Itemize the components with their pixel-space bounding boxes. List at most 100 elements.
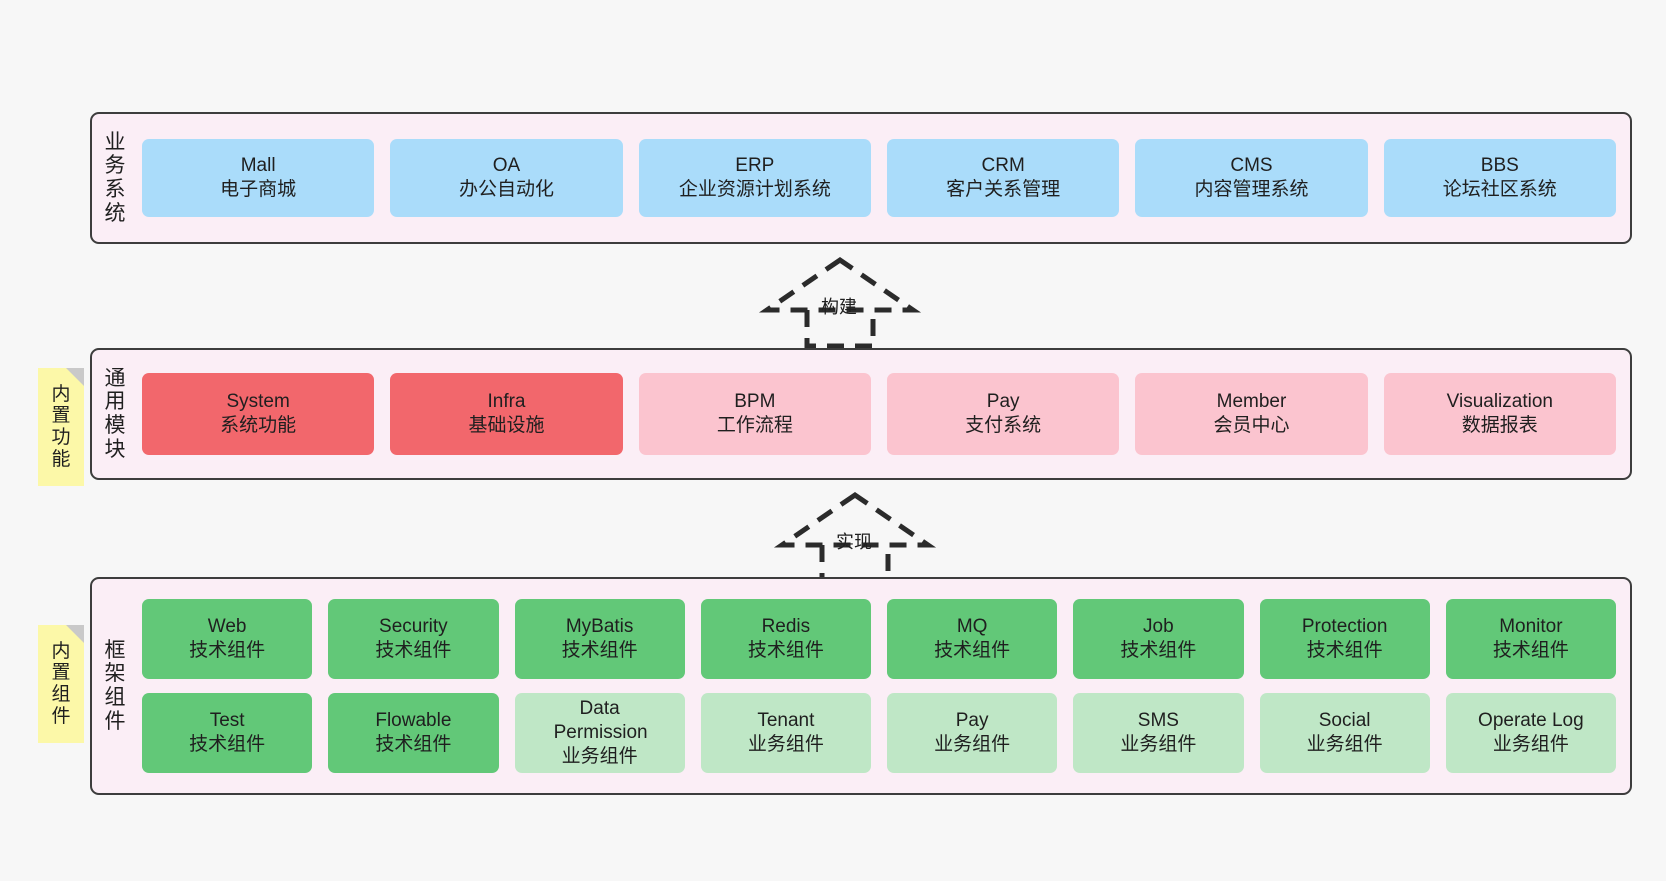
- module-box-bpm[interactable]: BPM 工作流程: [638, 373, 871, 455]
- module-name-cn: 技术组件: [747, 640, 824, 661]
- module-box-infra[interactable]: Infra 基础设施: [390, 373, 623, 455]
- module-box-web[interactable]: Web 技术组件: [142, 599, 313, 679]
- layer-title-common-module: 通 用 模 块: [92, 350, 138, 478]
- module-name-en: Visualization: [1446, 390, 1553, 412]
- module-box-flowable[interactable]: Flowable 技术组件: [328, 693, 499, 773]
- layer-body-business-system: Mall 电子商城 OA 办公自动化 ERP 企业资源计划系统 CRM 客户关系…: [138, 114, 1630, 242]
- module-box-social[interactable]: Social 业务组件: [1259, 693, 1430, 773]
- module-name-en: Social: [1318, 709, 1371, 731]
- sticky-note-builtin-component: 内 置 组 件: [38, 625, 84, 743]
- module-box-operate-log[interactable]: Operate Log 业务组件: [1445, 693, 1616, 773]
- layer-panel-business-system: 业 务 系 统 Mall 电子商城 OA 办公自动化 ERP 企业资源计划系统: [90, 112, 1632, 244]
- layer-panel-framework-component: 框 架 组 件 Web 技术组件 Security 技术组件 MyBatis 技…: [90, 577, 1632, 795]
- module-name-cn: 工作流程: [716, 415, 793, 436]
- module-name-en: Web: [207, 615, 247, 637]
- module-name-en: Job: [1143, 615, 1174, 637]
- module-name-en: CRM: [981, 154, 1025, 176]
- module-name-cn: 客户关系管理: [946, 179, 1061, 200]
- module-name-en: ERP: [735, 154, 775, 176]
- folded-corner-icon: [66, 368, 84, 386]
- module-name-en: Test: [209, 709, 245, 731]
- module-box-system[interactable]: System 系统功能: [142, 373, 375, 455]
- module-name-cn: 技术组件: [934, 640, 1011, 661]
- module-name-cn: 业务组件: [1120, 734, 1197, 755]
- module-box-cms[interactable]: CMS 内容管理系统: [1135, 139, 1368, 217]
- module-box-mybatis[interactable]: MyBatis 技术组件: [514, 599, 685, 679]
- module-box-data-permission[interactable]: Data Permission 业务组件: [514, 693, 685, 773]
- module-name-cn: 支付系统: [965, 415, 1042, 436]
- module-name-en: Operate Log: [1478, 709, 1584, 731]
- module-name-cn: 企业资源计划系统: [678, 179, 831, 200]
- module-name-cn: 技术组件: [189, 640, 266, 661]
- module-name-cn: 会员中心: [1213, 415, 1290, 436]
- module-name-en: CMS: [1230, 154, 1273, 176]
- module-box-protection[interactable]: Protection 技术组件: [1259, 599, 1430, 679]
- module-row: System 系统功能 Infra 基础设施 BPM 工作流程 Pay 支付系统…: [142, 373, 1616, 455]
- module-name-en: Pay: [955, 709, 989, 731]
- module-name-en: Mall: [240, 154, 276, 176]
- module-name-cn: 技术组件: [375, 640, 452, 661]
- module-box-bbs[interactable]: BBS 论坛社区系统: [1383, 139, 1616, 217]
- layer-title-char: 件: [104, 709, 126, 733]
- module-row: Web 技术组件 Security 技术组件 MyBatis 技术组件 Redi…: [142, 599, 1616, 679]
- module-box-visualization[interactable]: Visualization 数据报表: [1383, 373, 1616, 455]
- module-box-mq[interactable]: MQ 技术组件: [887, 599, 1058, 679]
- layer-title-char: 用: [104, 390, 126, 414]
- module-box-sms[interactable]: SMS 业务组件: [1073, 693, 1244, 773]
- module-box-mall[interactable]: Mall 电子商城: [142, 139, 375, 217]
- folded-corner-icon: [66, 625, 84, 643]
- module-name-en: SMS: [1137, 709, 1179, 731]
- module-name-cn: 技术组件: [1492, 640, 1569, 661]
- layer-body-common-module: System 系统功能 Infra 基础设施 BPM 工作流程 Pay 支付系统…: [138, 350, 1630, 478]
- connector-build-label: 构建: [821, 297, 857, 317]
- module-box-oa[interactable]: OA 办公自动化: [390, 139, 623, 217]
- module-name-cn: 数据报表: [1461, 415, 1538, 436]
- module-box-redis[interactable]: Redis 技术组件: [700, 599, 871, 679]
- module-name-cn: 基础设施: [468, 415, 545, 436]
- module-name-cn: 业务组件: [747, 734, 824, 755]
- layer-title-char: 架: [104, 662, 126, 686]
- module-name-cn: 技术组件: [1306, 640, 1383, 661]
- module-box-erp[interactable]: ERP 企业资源计划系统: [638, 139, 871, 217]
- module-box-pay-business[interactable]: Pay 业务组件: [887, 693, 1058, 773]
- module-name-cn: 业务组件: [1306, 734, 1383, 755]
- module-name-en: Flowable: [375, 709, 452, 731]
- module-box-pay[interactable]: Pay 支付系统: [886, 373, 1120, 455]
- module-name-cn: 技术组件: [189, 734, 266, 755]
- module-name-en: System: [226, 390, 290, 412]
- module-box-monitor[interactable]: Monitor 技术组件: [1445, 599, 1616, 679]
- module-box-test[interactable]: Test 技术组件: [142, 693, 313, 773]
- module-name-cn: 办公自动化: [458, 179, 554, 200]
- module-box-crm[interactable]: CRM 客户关系管理: [886, 139, 1120, 217]
- module-name-en: MQ: [956, 615, 988, 637]
- connector-build-arrow-icon: [758, 256, 922, 349]
- module-name-en: BPM: [734, 390, 776, 412]
- layer-panel-common-module: 通 用 模 块 System 系统功能 Infra 基础设施 BPM 工作流程: [90, 348, 1632, 480]
- module-box-member[interactable]: Member 会员中心: [1135, 373, 1368, 455]
- module-name-en: MyBatis: [565, 615, 634, 637]
- layer-title-char: 框: [104, 638, 126, 662]
- sticky-char: 内: [51, 383, 71, 405]
- layer-title-char: 模: [104, 414, 126, 437]
- module-name-cn: 业务组件: [1492, 734, 1569, 755]
- module-name-en: Redis: [761, 615, 811, 637]
- layer-title-char: 统: [104, 201, 126, 225]
- layer-title-char: 业: [104, 130, 126, 154]
- module-name-en: BBS: [1480, 154, 1519, 176]
- module-name-cn: 电子商城: [220, 179, 297, 200]
- module-name-cn: 系统功能: [220, 415, 297, 436]
- module-name-en: Monitor: [1499, 615, 1563, 637]
- module-name-cn: 内容管理系统: [1194, 179, 1309, 200]
- module-box-tenant[interactable]: Tenant 业务组件: [700, 693, 871, 773]
- layer-title-framework-component: 框 架 组 件: [92, 579, 138, 793]
- sticky-char: 件: [51, 705, 71, 727]
- module-name-cn: 论坛社区系统: [1442, 179, 1557, 200]
- module-name-en: Protection: [1301, 615, 1388, 637]
- module-box-security[interactable]: Security 技术组件: [328, 599, 499, 679]
- layer-title-char: 系: [104, 178, 126, 201]
- sticky-char: 内: [51, 640, 71, 662]
- connector-build: 构建: [755, 252, 935, 349]
- module-box-job[interactable]: Job 技术组件: [1073, 599, 1244, 679]
- module-row: Mall 电子商城 OA 办公自动化 ERP 企业资源计划系统 CRM 客户关系…: [142, 139, 1616, 217]
- module-name-cn: 技术组件: [375, 734, 452, 755]
